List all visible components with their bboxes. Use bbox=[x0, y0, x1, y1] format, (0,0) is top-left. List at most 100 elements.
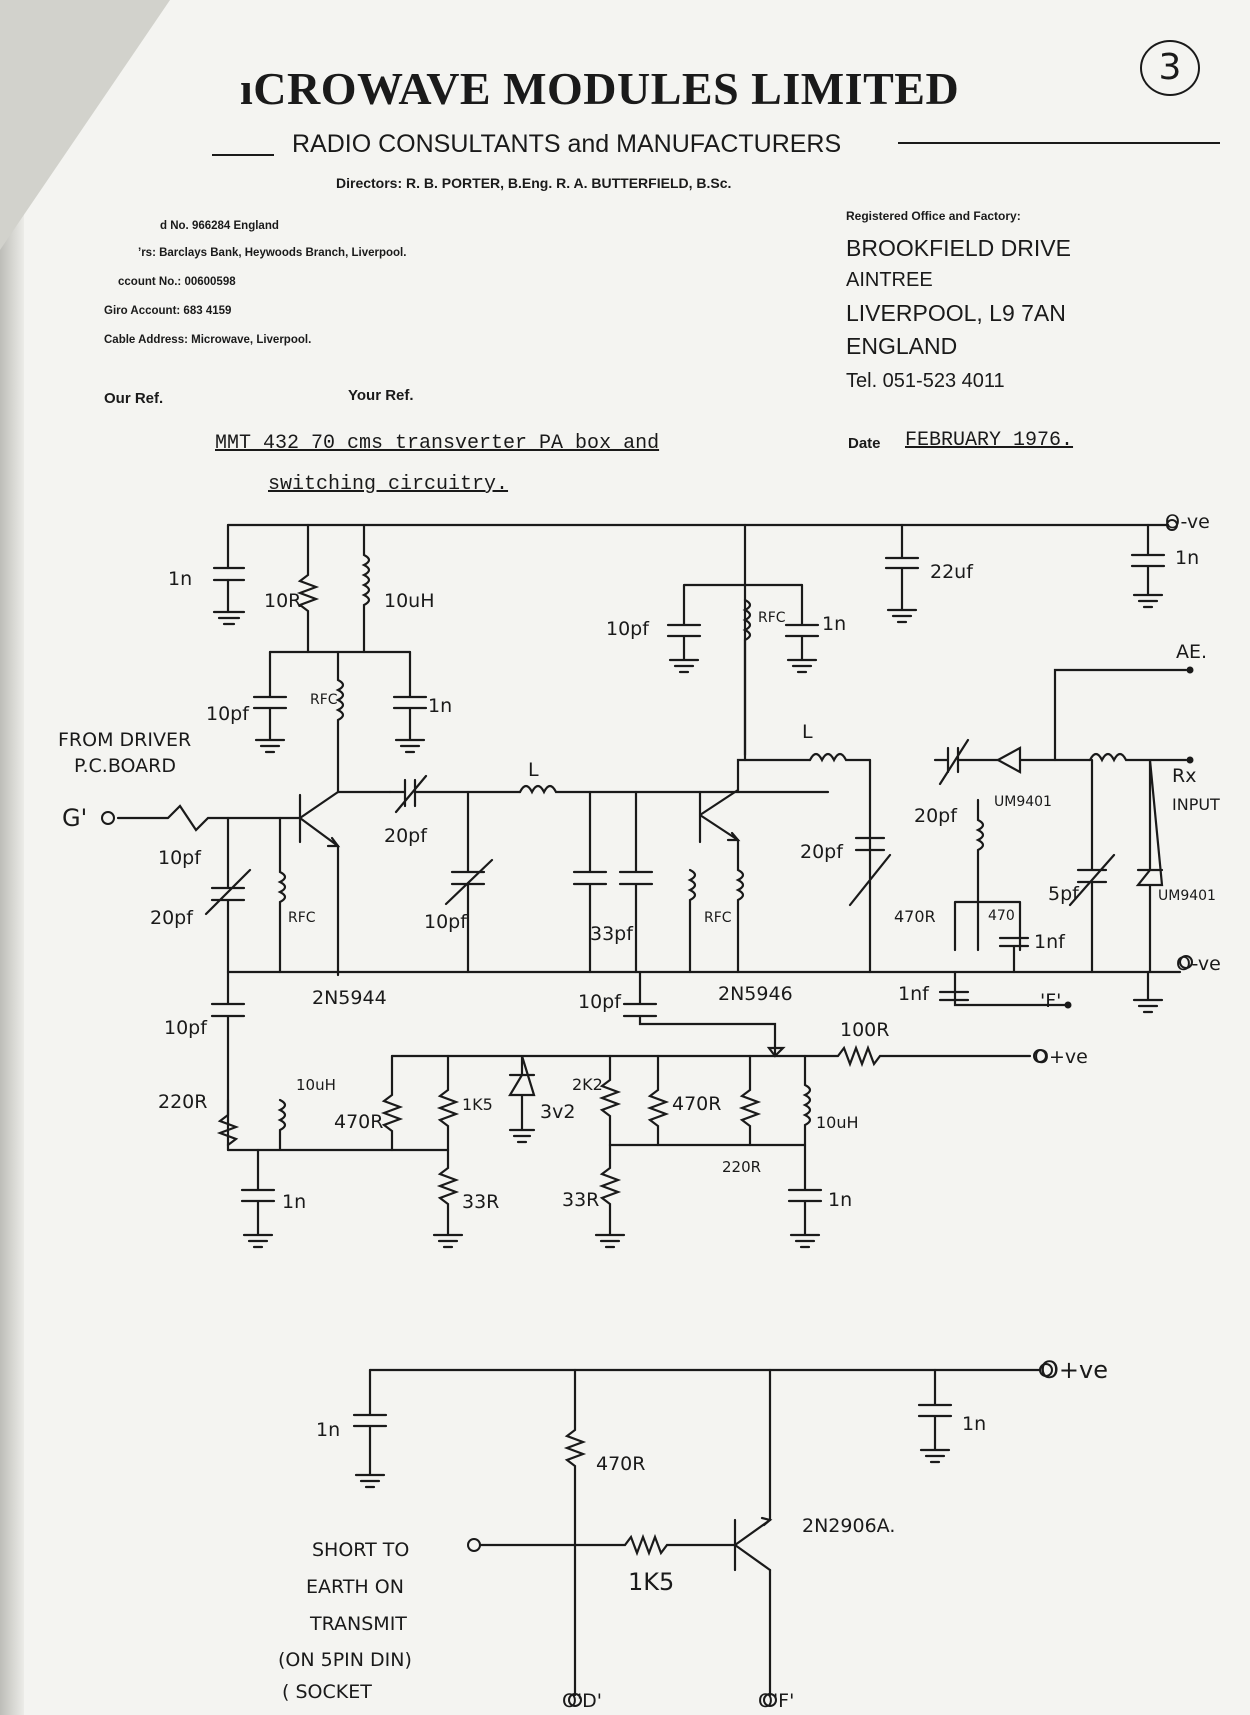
um9401-a-label: UM9401 bbox=[994, 794, 1052, 810]
transistor-2n5946-label: 2N5946 bbox=[718, 983, 793, 1005]
c-22uf-label: 22uf bbox=[930, 561, 974, 583]
c-10pf-a-label: 10pf bbox=[606, 618, 650, 640]
rx-input-line-2: INPUT bbox=[1172, 795, 1220, 814]
r-470r-d-label: 470R bbox=[672, 1093, 721, 1115]
l-10uh-c-label: 10uH bbox=[816, 1113, 859, 1132]
short-note-line-5: ( SOCKET bbox=[282, 1681, 372, 1703]
c-1n-a-label: 1n bbox=[168, 568, 192, 590]
telephone: Tel. 051-523 4011 bbox=[846, 370, 1005, 392]
c-10pf-c-label: 10pf bbox=[158, 847, 202, 869]
registered-office-label: Registered Office and Factory: bbox=[846, 209, 1021, 223]
c-1n-e-label: 1n bbox=[282, 1191, 306, 1213]
inductor-l-a-label: L bbox=[528, 759, 539, 781]
r-33r-b-label: 33R bbox=[562, 1189, 599, 1211]
rfc-b-label: RFC bbox=[310, 692, 338, 708]
c-20pf-b-label: 20pf bbox=[384, 825, 428, 847]
account-number: ccount No.: 00600598 bbox=[118, 276, 236, 288]
inductor-l-b-label: L bbox=[802, 721, 813, 743]
f-terminal-a-label: 'F' bbox=[1040, 990, 1061, 1012]
d-output-label: O'D' bbox=[562, 1690, 602, 1712]
zener-3v2-label: 3v2 bbox=[540, 1101, 575, 1123]
c-10pf-f-label: 10pf bbox=[164, 1017, 208, 1039]
short-note-line-1: SHORT TO bbox=[312, 1539, 409, 1561]
f-output-label: O'F' bbox=[758, 1690, 794, 1712]
r-1k5-b-label: 1K5 bbox=[628, 1568, 674, 1596]
subject-line-1: MMT 432 70 cms transverter PA box and bbox=[215, 432, 660, 455]
bankers-line: ’rs: Barclays Bank, Heywoods Branch, Liv… bbox=[138, 247, 407, 259]
schematic-labels: O-ve 1n 10R 10uH 22uf 1n 10pf RFC 1n AE.… bbox=[58, 511, 1221, 1712]
giro-account: Giro Account: 683 4159 bbox=[104, 305, 232, 317]
date-label: Date bbox=[848, 435, 881, 452]
l-10uh-b-label: 10uH bbox=[296, 1076, 336, 1094]
transistor-2n5944-label: 2N5944 bbox=[312, 987, 387, 1009]
ove-mid-label: O-ve bbox=[1176, 953, 1221, 975]
address-line-1: BROOKFIELD DRIVE bbox=[846, 235, 1071, 261]
company-name: ıCROWAVE MODULES LIMITED bbox=[240, 63, 960, 114]
c-33pf-label: 33pf bbox=[590, 923, 634, 945]
pve-bottom-label: O+ve bbox=[1040, 1356, 1108, 1384]
um9401-b-label: UM9401 bbox=[1158, 888, 1216, 904]
company-tagline: RADIO CONSULTANTS and MANUFACTURERS bbox=[292, 130, 842, 158]
pve-mid-label: O+ve bbox=[1034, 1046, 1088, 1068]
r-33r-a-label: 33R bbox=[462, 1191, 499, 1213]
c-10pf-b-label: 10pf bbox=[206, 703, 250, 725]
c-1n-c-label: 1n bbox=[822, 613, 846, 635]
tagline-rule-left bbox=[212, 154, 274, 156]
cable-address: Cable Address: Microwave, Liverpool. bbox=[104, 334, 312, 346]
rx-input-line-1: Rx bbox=[1172, 765, 1196, 787]
registration-number: d No. 966284 England bbox=[160, 220, 279, 232]
short-note-line-3: TRANSMIT bbox=[309, 1613, 407, 1635]
r-2k2-label: 2K2 bbox=[572, 1075, 603, 1094]
c-1n-g-label: 1n bbox=[316, 1419, 340, 1441]
transistor-2n2906a-label: 2N2906A. bbox=[802, 1515, 895, 1537]
short-note-line-4: (ON 5PIN DIN) bbox=[278, 1649, 412, 1671]
r-470r-c-label: 470R bbox=[334, 1111, 383, 1133]
date-value: FEBRUARY 1976. bbox=[905, 429, 1074, 452]
address-line-2: AINTREE bbox=[846, 269, 933, 291]
page-edge-shadow bbox=[0, 0, 24, 1715]
directors-line: Directors: R. B. PORTER, B.Eng. R. A. BU… bbox=[336, 175, 732, 191]
c-1nf-b-label: 1nf bbox=[898, 983, 930, 1005]
rfc-c-label: RFC bbox=[288, 910, 316, 926]
short-note-line-2: EARTH ON bbox=[306, 1576, 404, 1598]
g-input-label: G' bbox=[62, 804, 87, 832]
our-ref-label: Our Ref. bbox=[104, 390, 164, 407]
c-10pf-e-label: 10pf bbox=[578, 991, 622, 1013]
r-10r-label: 10R bbox=[264, 590, 301, 612]
r-220r-b-label: 220R bbox=[722, 1158, 761, 1176]
c-1n-h-label: 1n bbox=[962, 1413, 986, 1435]
subject-line-2: switching circuitry. bbox=[268, 473, 509, 496]
r-470-b-label: 470 bbox=[988, 908, 1015, 924]
c-5pf-label: 5pf bbox=[1048, 883, 1080, 905]
terminal-dots bbox=[1064, 666, 1194, 1009]
schematic-wiring bbox=[116, 523, 1188, 1697]
c-20pf-c-label: 20pf bbox=[914, 805, 958, 827]
ove-top-label: O-ve bbox=[1165, 511, 1210, 533]
from-driver-line-2: P.C.BOARD bbox=[74, 755, 176, 777]
folded-corner bbox=[0, 0, 170, 250]
ae-label: AE. bbox=[1176, 641, 1207, 663]
address-line-3: LIVERPOOL, L9 7AN bbox=[846, 300, 1066, 326]
c-20pf-a-label: 20pf bbox=[150, 907, 194, 929]
your-ref-label: Your Ref. bbox=[348, 387, 414, 404]
rfc-d-label: RFC bbox=[704, 910, 732, 926]
page-number: 3 bbox=[1140, 40, 1200, 96]
r-220r-a-label: 220R bbox=[158, 1091, 207, 1113]
r-470r-a-label: 470R bbox=[894, 907, 936, 926]
c-10pf-d-label: 10pf bbox=[424, 911, 468, 933]
tagline-rule-right bbox=[898, 142, 1220, 144]
rfc-a-label: RFC bbox=[758, 610, 786, 626]
address-line-4: ENGLAND bbox=[846, 333, 958, 359]
r-100r-label: 100R bbox=[840, 1019, 889, 1041]
from-driver-line-1: FROM DRIVER bbox=[58, 729, 191, 751]
c-1n-b-label: 1n bbox=[1175, 547, 1199, 569]
c-1n-f-label: 1n bbox=[828, 1189, 852, 1211]
l-10uh-a-label: 10uH bbox=[384, 590, 435, 612]
c-20pf-d-label: 20pf bbox=[800, 841, 844, 863]
r-1k5-a-label: 1K5 bbox=[462, 1095, 493, 1114]
c-1nf-a-label: 1nf bbox=[1034, 931, 1066, 953]
r-470r-e-label: 470R bbox=[596, 1453, 645, 1475]
terminal-circles bbox=[101, 519, 1193, 1707]
c-1n-d-label: 1n bbox=[428, 695, 452, 717]
